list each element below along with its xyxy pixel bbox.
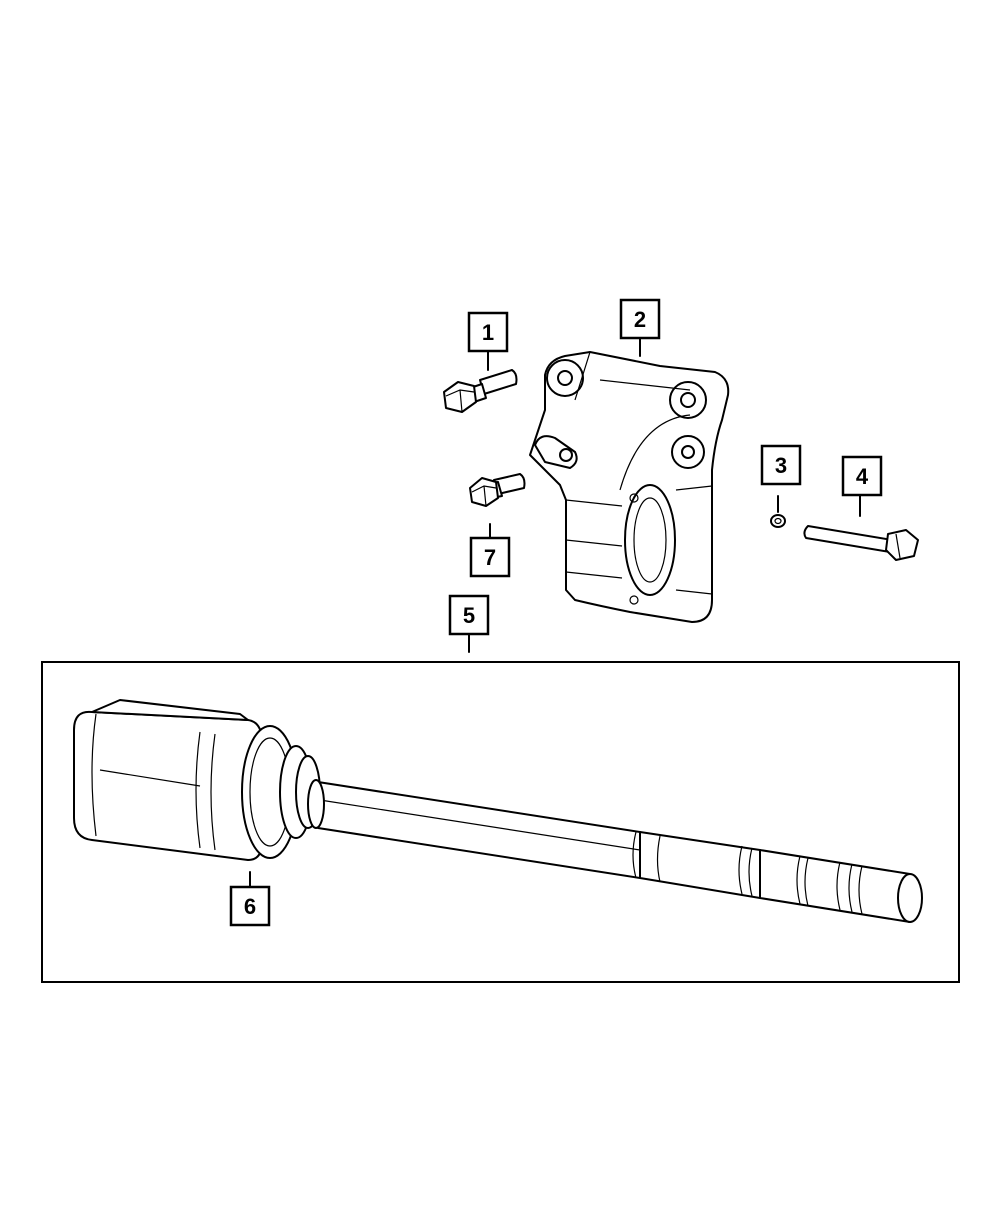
callout-6: 6 bbox=[229, 885, 271, 927]
drive-shaft-part-5 bbox=[317, 781, 923, 923]
leader-lines bbox=[249, 337, 861, 891]
callout-2-label: 2 bbox=[634, 307, 646, 332]
bolt-part-1 bbox=[443, 369, 518, 413]
long-bolt-part-4 bbox=[803, 525, 919, 561]
callout-3-label: 3 bbox=[775, 453, 787, 478]
bracket-part-2 bbox=[529, 351, 730, 623]
callout-4-label: 4 bbox=[856, 464, 869, 489]
assembly-group-frame bbox=[41, 661, 960, 983]
cv-joint-part-6 bbox=[73, 699, 325, 861]
washer-part-3 bbox=[770, 514, 786, 528]
callout-1: 1 bbox=[467, 311, 509, 353]
callout-5: 5 bbox=[448, 594, 490, 636]
callout-3: 3 bbox=[760, 444, 802, 486]
callout-7: 7 bbox=[469, 536, 511, 578]
callout-1-label: 1 bbox=[482, 320, 494, 345]
bolt-part-7 bbox=[469, 473, 526, 507]
callout-6-label: 6 bbox=[244, 894, 256, 919]
callout-7-label: 7 bbox=[484, 545, 496, 570]
callout-4: 4 bbox=[841, 455, 883, 497]
callout-5-label: 5 bbox=[463, 603, 475, 628]
callout-2: 2 bbox=[619, 298, 661, 340]
